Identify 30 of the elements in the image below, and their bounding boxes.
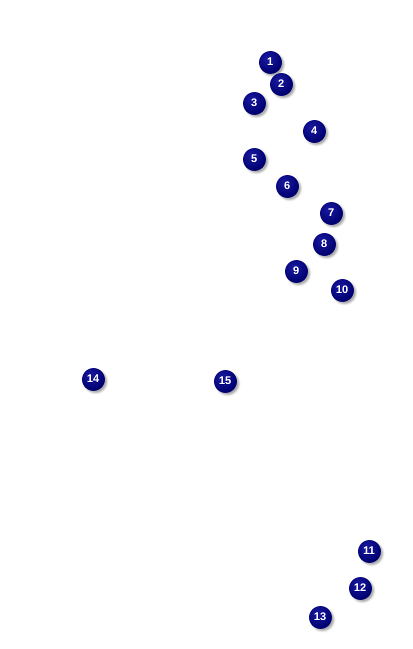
numbered-marker xyxy=(276,174,298,198)
callout-number: 6 xyxy=(284,180,290,192)
callout-number: 15 xyxy=(218,376,232,386)
callout-number: 14 xyxy=(86,374,100,384)
numbered-marker xyxy=(284,260,308,282)
numbered-marker xyxy=(258,50,282,74)
numbered-marker xyxy=(214,370,236,392)
callout-number: 11 xyxy=(363,546,375,556)
numbered-marker xyxy=(320,202,342,224)
callout-number: 2 xyxy=(278,78,284,90)
callout-number: 10 xyxy=(336,284,348,296)
callout-number: 5 xyxy=(250,154,258,164)
numbered-marker xyxy=(82,368,104,390)
callout-number: 1 xyxy=(266,56,274,68)
numbered-marker xyxy=(242,148,266,170)
callout-number: 4 xyxy=(310,126,318,136)
numbered-marker xyxy=(312,232,336,256)
callout-number: 12 xyxy=(354,582,366,594)
numbered-marker xyxy=(308,606,332,628)
numbered-marker xyxy=(302,120,326,142)
numbered-marker xyxy=(270,72,292,96)
callout-number: 3 xyxy=(250,98,258,108)
callout-number: 8 xyxy=(320,238,328,250)
numbered-marker xyxy=(348,576,372,600)
callout-number: 9 xyxy=(292,266,300,276)
callout-number: 13 xyxy=(314,612,326,622)
numbered-marker xyxy=(242,92,266,114)
callout-number: 7 xyxy=(328,208,334,218)
numbered-marker xyxy=(330,278,354,302)
numbered-marker xyxy=(358,540,380,562)
